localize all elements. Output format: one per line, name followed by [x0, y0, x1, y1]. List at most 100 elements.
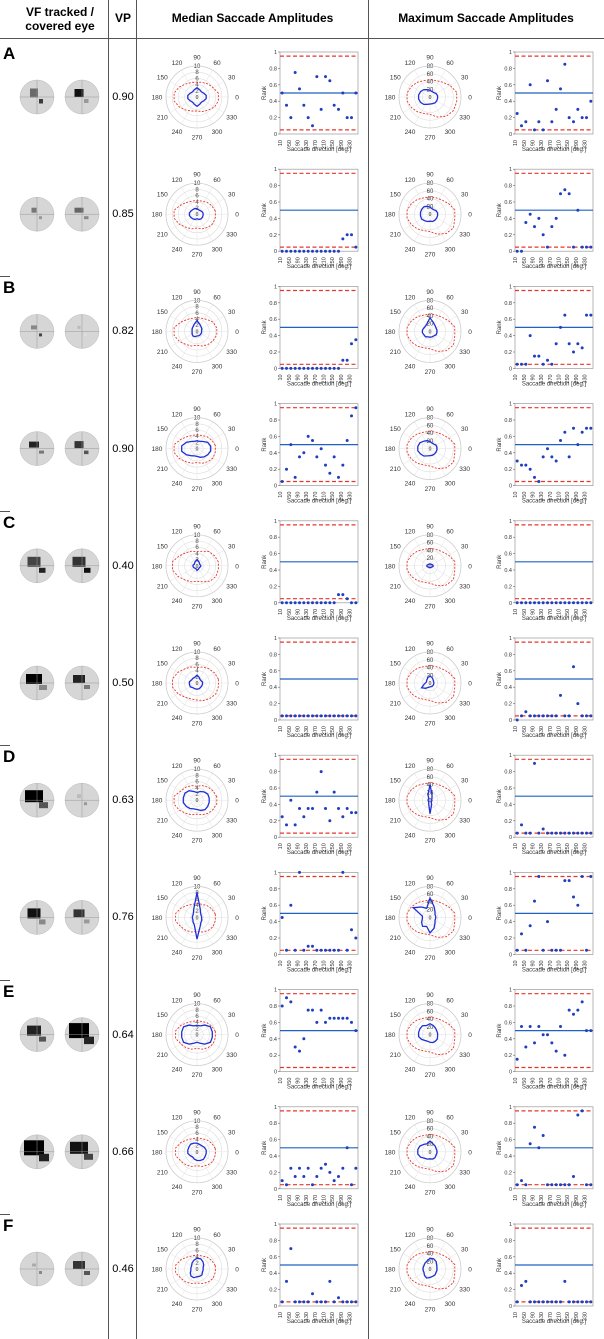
- panel-letter: F: [3, 1216, 14, 1235]
- median-rank-point: [345, 233, 349, 237]
- maximum-polar-angle-tick-label: 0: [468, 915, 472, 922]
- maximum-polar-reference-series: [406, 899, 456, 938]
- maximum-rank-point: [559, 325, 562, 329]
- median-rank-x-tick-label: 10: [278, 140, 284, 146]
- median-rank-point: [293, 823, 297, 827]
- median-rank-x-tick-label: 330: [348, 726, 354, 735]
- maximum-rank-point: [589, 245, 593, 249]
- median-rank-x-tick-label: 50: [287, 374, 293, 380]
- maximum-polar-spoke: [414, 1124, 431, 1152]
- median-polar-angle-tick-label: 30: [228, 426, 236, 433]
- maximum-rank-point: [533, 1125, 536, 1129]
- maximum-rank-y-tick-label: 0.2: [504, 350, 512, 356]
- maximum-rank-point: [572, 1175, 575, 1178]
- median-rank-point: [354, 245, 358, 249]
- median-rank-x-tick-label: 290: [339, 843, 345, 852]
- median-rank-y-tick-label: 0: [274, 1187, 277, 1193]
- vp-value: 0.85: [112, 208, 134, 221]
- vf-covered-defect: [77, 794, 81, 799]
- median-polar-angle-tick-label: 60: [213, 880, 221, 887]
- maximum-rank-point: [572, 426, 575, 430]
- median-rank-x-tick-label: 290: [339, 257, 345, 266]
- median-polar-angle-tick-label: 240: [172, 832, 183, 839]
- median-polar-spoke: [181, 70, 198, 98]
- median-polar-spoke: [181, 773, 198, 801]
- maximum-polar-angle-tick-label: 240: [405, 364, 416, 371]
- median-polar-observed-series: [181, 440, 212, 458]
- median-rank-x-tick-label: 290: [339, 960, 345, 969]
- maximum-rank-y-tick-label: 0.2: [504, 1288, 512, 1294]
- maximum-rank-y-tick-label: 0.4: [504, 99, 512, 105]
- maximum-polar-observed-series: [427, 784, 433, 814]
- maximum-polar-radial-tick-label: 60: [427, 892, 434, 898]
- median-rank-x-tick-label: 90: [296, 960, 302, 966]
- median-polar-reference-series: [175, 1254, 216, 1285]
- median-polar-center-label: 0: [196, 798, 199, 804]
- maximum-rank-y-tick-label: 0.4: [504, 334, 512, 340]
- maximum-polar-radial-tick-label: 80: [427, 1119, 434, 1125]
- median-rank-y-tick-label: 0.8: [269, 1238, 277, 1244]
- median-rank-y-tick-label: 1: [274, 988, 277, 994]
- median-rank-x-tick-label: 170: [313, 492, 319, 501]
- maximum-rank-x-tick-label: 170: [548, 960, 554, 969]
- median-rank-point: [311, 124, 314, 128]
- median-rank-y-tick-label: 0: [274, 132, 277, 138]
- maximum-polar-angle-tick-label: 150: [390, 661, 401, 668]
- maximum-rank-y-tick-label: 0.4: [504, 568, 512, 574]
- maximum-polar-radial-tick-label: 40: [427, 314, 434, 320]
- maximum-polar-spoke: [429, 917, 446, 945]
- median-rank-y-tick-label: 0.4: [269, 802, 277, 808]
- median-rank-point: [311, 807, 314, 810]
- vf-tracked-defect: [29, 441, 39, 448]
- median-rank-point: [311, 366, 314, 370]
- maximum-rank-y-tick-label: 0.8: [504, 184, 512, 190]
- median-rank-point: [328, 79, 332, 83]
- median-rank-x-tick-label: 130: [304, 726, 310, 735]
- maximum-rank-y-tick-label: 0.2: [504, 233, 512, 239]
- maximum-polar-angle-tick-label: 90: [426, 992, 434, 999]
- maximum-rank-x-tick-label: 90: [531, 960, 537, 966]
- median-polar-angle-tick-label: 0: [235, 1149, 239, 1156]
- maximum-rank-point: [589, 601, 593, 605]
- vp-value: 0.76: [112, 911, 134, 924]
- median-rank-point: [350, 342, 353, 346]
- median-rank-point: [341, 91, 345, 95]
- maximum-rank-y-tick-label: 0: [509, 1187, 512, 1193]
- maximum-rank-point: [524, 831, 528, 835]
- maximum-polar-spoke: [429, 1034, 446, 1062]
- maximum-rank-x-tick-label: 330: [583, 492, 589, 501]
- maximum-rank-point: [585, 426, 588, 430]
- row-group: 2468109012015018021024027030033003060000…: [19, 636, 594, 739]
- maximum-polar-spoke: [414, 421, 431, 449]
- maximum-rank-point: [537, 1146, 541, 1150]
- maximum-rank-y-tick-label: 1: [509, 870, 512, 876]
- median-polar-angle-tick-label: 90: [193, 875, 201, 882]
- maximum-rank-point: [550, 455, 554, 459]
- row-group: 2468109012015018021024027030033003060000…: [19, 988, 594, 1091]
- median-rank-point: [280, 480, 284, 483]
- maximum-polar-angle-tick-label: 30: [461, 1247, 469, 1254]
- median-polar-reference-series: [175, 1020, 216, 1050]
- maximum-rank-x-tick-label: 330: [583, 609, 589, 618]
- row-group: 2468109012015018021024027030033003060000…: [19, 284, 594, 387]
- maximum-polar-spoke: [403, 96, 431, 113]
- maximum-rank-x-tick-label: 330: [583, 374, 589, 383]
- median-polar-spoke: [196, 917, 213, 945]
- median-rank-x-tick-label: 330: [348, 960, 354, 969]
- median-polar-radial-tick-label: 8: [195, 187, 199, 193]
- median-rank-y-tick-label: 0.6: [269, 1255, 277, 1261]
- maximum-polar-angle-tick-label: 330: [459, 583, 470, 590]
- median-polar-angle-tick-label: 180: [152, 915, 163, 922]
- maximum-polar-spoke: [429, 331, 446, 359]
- median-rank-x-tick-label: 130: [304, 960, 310, 969]
- median-polar-angle-tick-label: 150: [157, 661, 168, 668]
- median-polar-spoke: [196, 1253, 224, 1270]
- maximum-rank-point: [554, 1183, 558, 1187]
- median-rank-point: [280, 1179, 284, 1183]
- vf-covered-defect: [84, 567, 91, 573]
- median-polar-angle-tick-label: 330: [226, 701, 237, 708]
- maximum-rank-point: [572, 601, 575, 605]
- maximum-polar-angle-tick-label: 0: [468, 1267, 472, 1274]
- median-polar-spoke: [196, 81, 224, 98]
- median-rank-x-axis-label: Saccade direction [deg.]: [287, 381, 352, 387]
